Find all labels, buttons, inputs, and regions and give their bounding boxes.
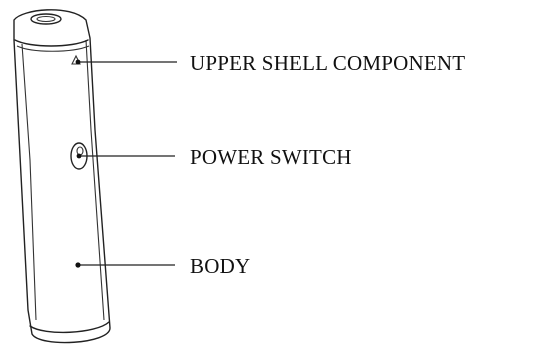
callout-body: BODY <box>75 254 250 278</box>
leader-dot-upper-shell <box>75 59 81 65</box>
leader-dot-body <box>75 262 81 268</box>
label-body: BODY <box>190 254 250 278</box>
device-illustration <box>13 9 111 344</box>
label-power-switch: POWER SWITCH <box>190 145 352 169</box>
label-upper-shell: UPPER SHELL COMPONENT <box>190 51 465 75</box>
top-opening-inner <box>36 15 56 23</box>
bottom-cap <box>29 321 110 334</box>
upper-shell-seam <box>14 39 89 47</box>
device-body-outline <box>13 9 111 344</box>
upper-shell-seam-inner <box>16 45 90 52</box>
leader-dot-power-switch <box>76 153 82 159</box>
device-edge-line <box>85 39 105 321</box>
callout-power-switch: POWER SWITCH <box>76 145 352 169</box>
device-edge-line-left <box>21 43 37 321</box>
power-switch-button <box>76 146 84 156</box>
callout-upper-shell: UPPER SHELL COMPONENT <box>75 51 465 75</box>
top-opening <box>30 13 62 25</box>
